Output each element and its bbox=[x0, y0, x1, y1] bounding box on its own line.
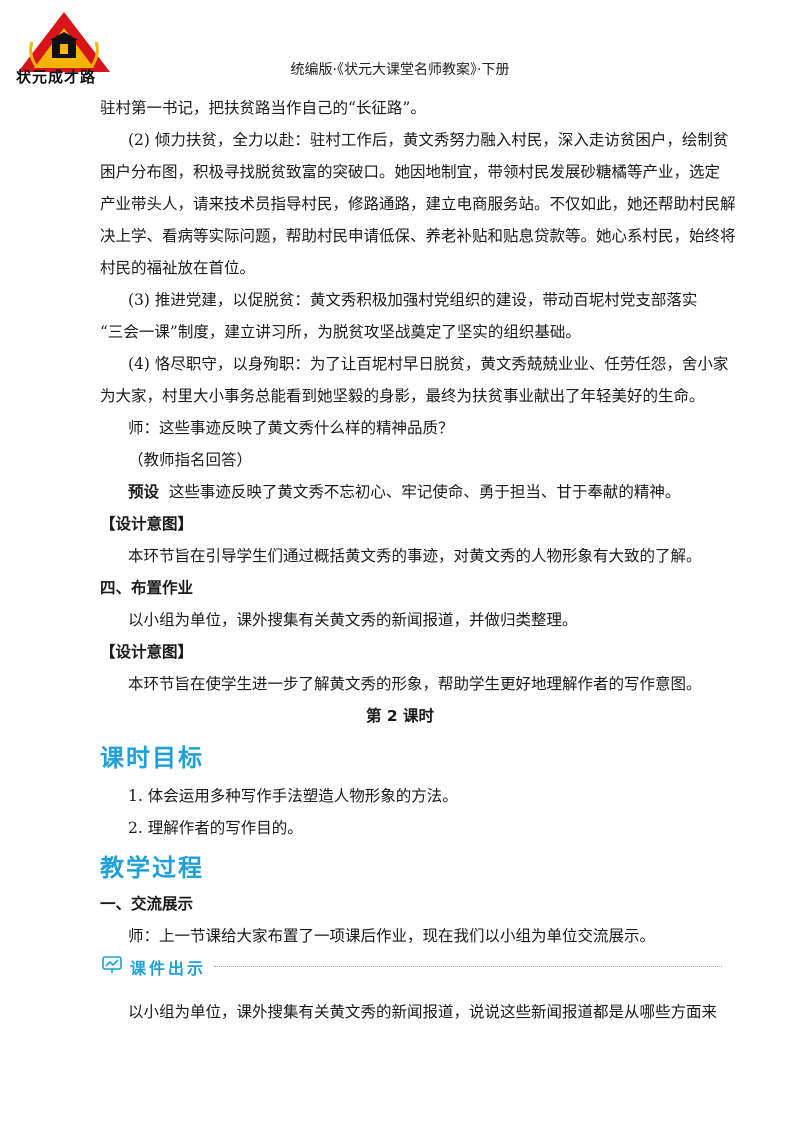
section-4-title: 四、布置作业 bbox=[100, 579, 194, 597]
paragraph-item-3-line2: “三会一课”制度，建立讲习所，为脱贫攻坚战奠定了坚实的组织基础。 bbox=[100, 323, 581, 341]
goal-item-1: 1. 体会运用多种写作手法塑造人物形象的方法。 bbox=[128, 787, 458, 805]
courseware-text: 以小组为单位，课外搜集有关黄文秀的新闻报道，说说这些新闻报道都是从哪些方面来 bbox=[128, 1003, 718, 1021]
paragraph-item-2-line4: 决上学、看病等实际问题，帮助村民申请低保、养老补贴和贴息贷款等。她心系村民，始终… bbox=[100, 227, 736, 245]
paragraph-item-2-line1: (2) 倾力扶贫，全力以赴：驻村工作后，黄文秀努力融入村民，深入走访贫困户，绘制… bbox=[128, 131, 729, 149]
design-intent-text-1: 本环节旨在引导学生们通过概括黄文秀的事迹，对黄文秀的人物形象有大致的了解。 bbox=[128, 547, 702, 565]
lesson-title: 第 2 课时 bbox=[365, 707, 435, 725]
presentation-board-icon bbox=[102, 956, 122, 978]
paragraph-item-3-line1: (3) 推进党建，以促脱贫：黄文秀积极加强村党组织的建设，带动百坭村党支部落实 bbox=[128, 291, 698, 309]
paragraph-item-4-line1: (4) 恪尽职守，以身殉职：为了让百坭村早日脱贫，黄文秀兢兢业业、任劳任怨，舍小… bbox=[128, 355, 729, 373]
paragraph-item-2-line5: 村民的福祉放在首位。 bbox=[100, 259, 256, 277]
courseware-banner: 课件出示 bbox=[102, 955, 722, 978]
teacher-note: （教师指名回答） bbox=[128, 451, 253, 469]
preset-answer: 预设 这些事迹反映了黄文秀不忘初心、牢记使命、勇于担当、甘于奉献的精神。 bbox=[128, 482, 680, 502]
design-intent-text-2: 本环节旨在使学生进一步了解黄文秀的形象，帮助学生更好地理解作者的写作意图。 bbox=[128, 675, 702, 693]
section-1-text: 师：上一节课给大家布置了一项课后作业，现在我们以小组为单位交流展示。 bbox=[128, 927, 656, 945]
preset-label: 预设 bbox=[128, 483, 160, 501]
divider bbox=[214, 966, 722, 967]
paragraph-item-4-line2: 为大家，村里大小事务总能看到她坚毅的身影，最终为扶贫事业献出了年轻美好的生命。 bbox=[100, 387, 705, 405]
school-emblem-icon bbox=[14, 10, 114, 90]
goal-item-2: 2. 理解作者的写作目的。 bbox=[128, 819, 303, 837]
page-header-title: 统编版·《状元大课堂名师教案》·下册 bbox=[290, 62, 510, 78]
courseware-label: 课件出示 bbox=[130, 959, 207, 978]
logo-text: 状元成才路 bbox=[16, 68, 97, 86]
design-intent-label-2: 【设计意图】 bbox=[100, 643, 194, 661]
paragraph-line: 驻村第一书记，把扶贫路当作自己的“长征路”。 bbox=[100, 99, 426, 117]
section-4-text: 以小组为单位，课外搜集有关黄文秀的新闻报道，并做归类整理。 bbox=[128, 611, 578, 629]
section-1-title: 一、交流展示 bbox=[100, 895, 194, 913]
teacher-question: 师：这些事迹反映了黄文秀什么样的精神品质？ bbox=[128, 419, 454, 437]
process-heading: 教学过程 bbox=[100, 854, 204, 882]
paragraph-item-2-line2: 困户分布图，积极寻找脱贫致富的突破口。她因地制宜，带领村民发展砂糖橘等产业，选定 bbox=[100, 163, 721, 181]
paragraph-item-2-line3: 产业带头人，请来技术员指导村民，修路通路，建立电商服务站。不仅如此，她还帮助村民… bbox=[100, 195, 736, 213]
preset-text: 这些事迹反映了黄文秀不忘初心、牢记使命、勇于担当、甘于奉献的精神。 bbox=[168, 483, 681, 501]
design-intent-label-1: 【设计意图】 bbox=[100, 515, 194, 533]
goals-heading: 课时目标 bbox=[100, 744, 204, 772]
